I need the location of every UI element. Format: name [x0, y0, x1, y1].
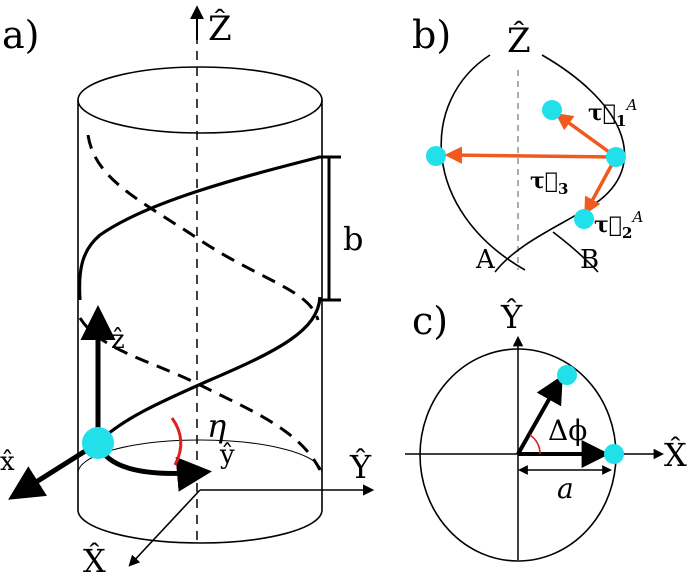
helix-front-upper [77, 155, 321, 301]
pitch-label: b [343, 220, 363, 258]
y-axis-label: Ŷ [349, 448, 372, 486]
panel-a-label: a) [2, 13, 39, 57]
local-y-arrow [95, 442, 212, 492]
cylinder-bottom-back [77, 439, 323, 474]
c-vector-rotated [516, 375, 563, 455]
cylinder-bottom [77, 509, 323, 544]
atom-b-top [542, 100, 562, 120]
c-radius-label: a [557, 472, 574, 505]
atom-c-top [557, 365, 577, 385]
local-y-label: ŷ [219, 440, 235, 470]
eta-angle-arc [170, 417, 183, 466]
helix-back-upper [86, 134, 320, 321]
local-x-label: x̂ [0, 447, 15, 477]
panel-b-label: b) [412, 13, 451, 57]
panel-b: b) Ẑ A B τ⃗1A τ⃗3 τ⃗2A [412, 13, 643, 275]
b-z-axis-label: Ẑ [507, 20, 531, 61]
panel-a: a) Ẑ b Ŷ X̂ ẑ x̂ ŷ η [0, 5, 375, 580]
local-z-label: ẑ [111, 325, 125, 355]
panel-c: c) Ŷ X̂ Δϕ a [405, 298, 687, 562]
cylinder-top [77, 66, 323, 134]
z-axis-label: Ẑ [208, 8, 232, 49]
local-x-arrow [8, 440, 100, 500]
tau3-label: τ⃗3 [530, 168, 568, 198]
tau1-label: τ⃗1A [588, 96, 637, 130]
x-axis-label: X̂ [83, 542, 106, 580]
atom-c-right [604, 444, 624, 464]
atom-b-origin [606, 147, 626, 167]
helix-front-lower [96, 296, 322, 445]
strand-a [440, 54, 526, 271]
tau3-vector [444, 146, 617, 164]
atom-a [82, 427, 114, 459]
strand-b [494, 54, 626, 273]
tau2-label: τ⃗2A [594, 208, 643, 242]
strand-a-label: A [475, 245, 496, 275]
eta-label: η [207, 407, 226, 445]
c-x-axis-label: X̂ [664, 436, 687, 474]
x-axis-arrow [128, 489, 201, 567]
tau1-vector [555, 112, 618, 159]
c-angle-label: Δϕ [548, 414, 587, 447]
c-y-axis-label: Ŷ [500, 298, 523, 336]
atom-b-left [426, 146, 446, 166]
tau2-vector [584, 156, 618, 216]
panel-c-label: c) [412, 299, 448, 343]
strand-b-label: B [580, 245, 599, 275]
strand-b-tail [552, 231, 599, 273]
atom-b-bottom [574, 209, 594, 229]
c-angle-arc [529, 434, 541, 455]
